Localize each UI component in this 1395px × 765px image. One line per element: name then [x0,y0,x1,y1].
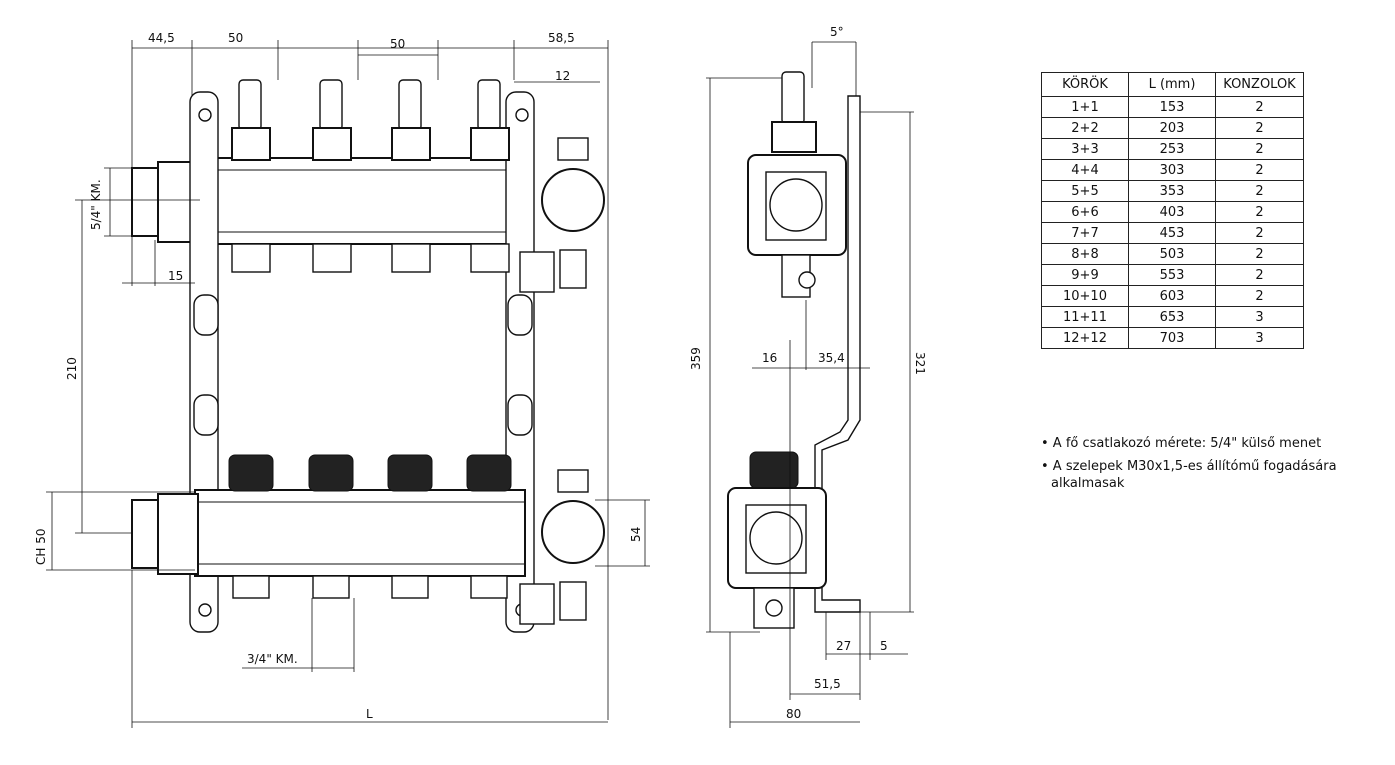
cell-korok: 10+10 [1041,285,1129,307]
header-length: L (mm) [1128,72,1216,97]
cell-length: 253 [1128,138,1216,160]
cell-length: 353 [1128,180,1216,202]
cell-length: 653 [1128,306,1216,328]
cell-konzolok: 2 [1215,180,1304,202]
cell-korok: 4+4 [1041,159,1129,181]
table-header-row: KÖRÖK L (mm) KONZOLOK [1041,72,1304,97]
cell-konzolok: 2 [1215,96,1304,118]
dim-12: 12 [555,69,570,83]
cell-korok: 5+5 [1041,180,1129,202]
notes: • A fő csatlakozó mérete: 5/4" külső men… [1041,435,1371,498]
dim-80: 80 [786,707,801,721]
cell-korok: 2+2 [1041,117,1129,139]
cell-length: 603 [1128,285,1216,307]
dim-54: 54 [629,527,643,542]
dim-58-5: 58,5 [548,31,575,45]
dim-length-l: L [366,707,373,721]
cell-konzolok: 2 [1215,285,1304,307]
cell-konzolok: 2 [1215,159,1304,181]
cell-konzolok: 2 [1215,138,1304,160]
dim-50-mid: 50 [390,37,405,51]
front-view: 44,5 50 50 58,5 12 [34,31,650,728]
header-konzolok: KONZOLOK [1215,72,1304,97]
dim-51-5: 51,5 [814,677,841,691]
dim-359: 359 [689,347,703,370]
cell-length: 203 [1128,117,1216,139]
side-view: 5° 359 321 16 35,4 [689,25,927,728]
dim-15: 15 [168,269,183,283]
cell-korok: 9+9 [1041,264,1129,286]
dim-27: 27 [836,639,851,653]
cell-length: 453 [1128,222,1216,244]
cell-korok: 3+3 [1041,138,1129,160]
cell-korok: 11+11 [1041,306,1129,328]
dim-210: 210 [65,357,79,380]
dim-5: 5 [880,639,888,653]
dim-ch50: CH 50 [34,529,48,566]
cell-korok: 1+1 [1041,96,1129,118]
dim-35-4: 35,4 [818,351,845,365]
cell-konzolok: 2 [1215,264,1304,286]
dim-50-left: 50 [228,31,243,45]
header-korok: KÖRÖK [1041,72,1129,97]
dim-thread-5-4: 5/4" KM. [89,179,103,230]
dim-thread-3-4: 3/4" KM. [247,652,298,666]
cell-length: 153 [1128,96,1216,118]
note-main-connector: • A fő csatlakozó mérete: 5/4" külső men… [1041,436,1322,451]
cell-konzolok: 2 [1215,222,1304,244]
cell-konzolok: 3 [1215,327,1304,349]
dim-44-5: 44,5 [148,31,175,45]
cell-korok: 6+6 [1041,201,1129,223]
cell-length: 303 [1128,159,1216,181]
cell-konzolok: 3 [1215,306,1304,328]
cell-konzolok: 2 [1215,117,1304,139]
cell-length: 503 [1128,243,1216,265]
dim-321: 321 [913,352,927,375]
cell-korok: 8+8 [1041,243,1129,265]
cell-korok: 7+7 [1041,222,1129,244]
note-valves: • A szelepek M30x1,5-es állítómű fogadás… [1041,459,1337,491]
cell-konzolok: 2 [1215,201,1304,223]
cell-length: 403 [1128,201,1216,223]
dim-16: 16 [762,351,777,365]
cell-konzolok: 2 [1215,243,1304,265]
cell-length: 553 [1128,264,1216,286]
cell-korok: 12+12 [1041,327,1129,349]
cell-length: 703 [1128,327,1216,349]
dim-angle-5: 5° [830,25,844,39]
